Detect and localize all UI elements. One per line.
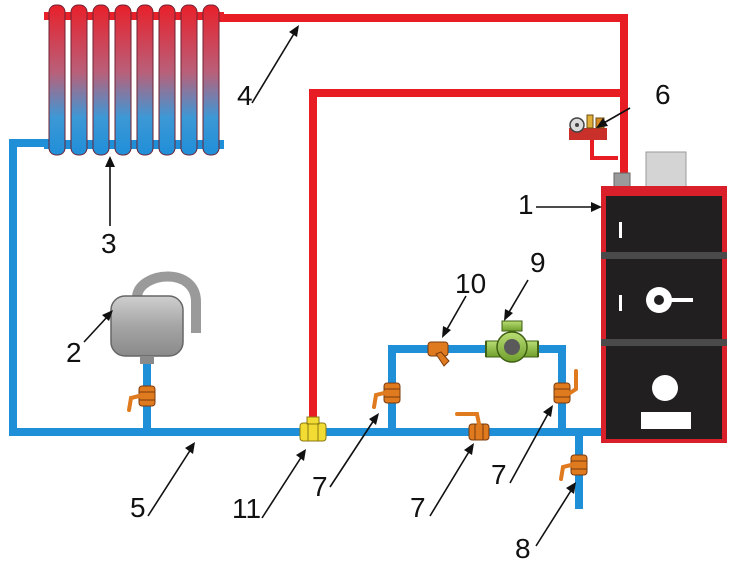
circulation-pump	[485, 320, 539, 363]
strainer	[427, 341, 450, 367]
chimney	[645, 151, 687, 189]
boiler-icon	[601, 186, 727, 443]
label-drain-valve: 8	[515, 533, 531, 562]
supply-pipe	[211, 14, 628, 436]
radiator	[44, 4, 224, 156]
mixing-valve-icon	[299, 416, 327, 442]
ball-valve-icon	[372, 382, 401, 409]
label-boiler: 1	[518, 189, 534, 220]
callout-labels: 1 2 3 4 5 6 7 7 7 8 9 10 11	[66, 79, 671, 562]
label-safety-group: 6	[655, 79, 671, 110]
boiler	[601, 151, 727, 443]
label-expansion-tank: 2	[66, 337, 82, 368]
air-regulator-icon	[646, 287, 693, 313]
ball-valve-icon	[127, 385, 156, 412]
circulation-pump-icon	[485, 320, 539, 363]
boiler-outlet	[613, 172, 631, 189]
mixing-valve	[299, 416, 327, 442]
ball-valve-main	[455, 412, 490, 441]
strainer-icon	[427, 341, 450, 367]
label-pump: 9	[530, 247, 546, 278]
label-supply-pipe: 4	[237, 80, 253, 111]
ball-valve-tank	[127, 385, 156, 412]
safety-group	[569, 114, 618, 160]
label-ball-valve-bypass-left: 7	[312, 471, 328, 502]
leader-lines	[83, 25, 631, 547]
label-ball-valve-main: 7	[410, 492, 426, 523]
label-return-pipe: 5	[130, 492, 146, 523]
label-mixing-valve: 11	[232, 493, 261, 524]
drain-valve	[559, 454, 588, 481]
ball-valve-icon	[559, 454, 588, 481]
ash-door-knob	[652, 375, 678, 401]
safety-group-icon	[569, 114, 607, 140]
label-radiator: 3	[101, 228, 117, 259]
ball-valve-icon	[455, 412, 490, 441]
radiator-icon	[48, 4, 220, 156]
expansion-tank	[110, 271, 201, 364]
ball-valve-bypass-right	[553, 369, 578, 404]
label-ball-valve-bypass-right: 7	[491, 459, 507, 490]
ash-door-plate	[641, 412, 691, 429]
expansion-tank-icon	[110, 295, 184, 364]
ball-valve-bypass-left	[372, 382, 401, 409]
ball-valve-icon	[553, 369, 578, 404]
label-strainer: 10	[455, 268, 486, 299]
